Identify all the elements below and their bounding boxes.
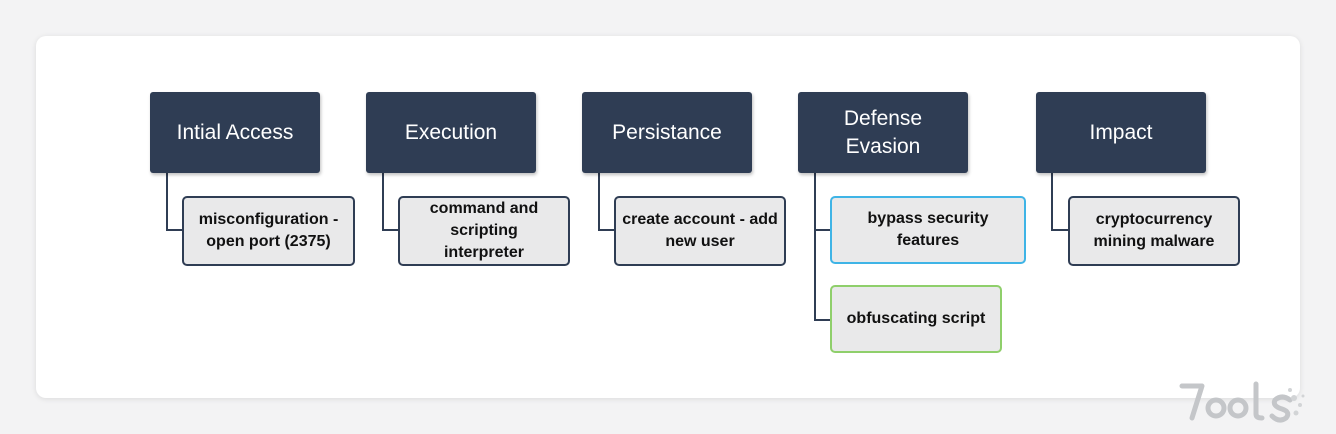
technique-label: cryptocurrency mining malware (1093, 211, 1215, 250)
technique-box-highlighted-blue: bypass security features (830, 196, 1026, 264)
tactic-header-persistence: Persistance (582, 92, 752, 173)
tactic-title: Impact (1089, 120, 1153, 144)
technique-label: create account - add new user (622, 211, 778, 250)
technique-label: command and scripting interpreter (429, 200, 539, 261)
technique-box: create account - add new user (614, 196, 786, 266)
connector-impact (1051, 173, 1069, 231)
connector-execution (382, 173, 399, 231)
tactic-title: Persistance (612, 120, 722, 144)
tactic-title: Intial Access (176, 120, 294, 144)
tactic-title: Execution (404, 120, 498, 144)
tactic-header-defense-evasion: Defense Evasion (798, 92, 968, 173)
connector-initial-access (166, 173, 183, 231)
technique-box: misconfiguration - open port (2375) (182, 196, 355, 266)
connector-defense-evasion (814, 173, 831, 321)
technique-box: cryptocurrency mining malware (1068, 196, 1240, 266)
tactic-title: Defense Evasion (843, 106, 923, 158)
technique-box-highlighted-green: obfuscating script (830, 285, 1002, 353)
technique-box: command and scripting interpreter (398, 196, 570, 266)
watermark-logo (1178, 378, 1308, 426)
tactic-header-initial-access: Intial Access (150, 92, 320, 173)
tactic-header-impact: Impact (1036, 92, 1206, 173)
connector-persistence (598, 173, 615, 231)
technique-label: misconfiguration - open port (2375) (198, 211, 339, 250)
watermark-logo-graphic (1179, 381, 1305, 423)
tactic-header-execution: Execution (366, 92, 536, 173)
technique-label: bypass security features (867, 210, 989, 249)
technique-label: obfuscating script (846, 310, 986, 327)
